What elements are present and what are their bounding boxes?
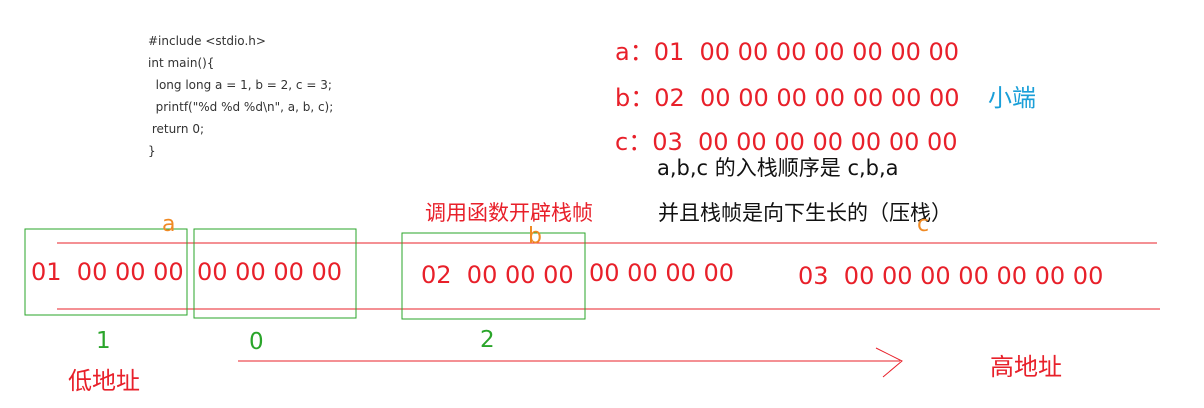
memory-a-second-bytes: 00 00 00 00: [197, 258, 343, 286]
memory-b-second-bytes: 00 00 00 00: [589, 259, 735, 287]
code-line-5: return 0;: [148, 122, 204, 136]
printed-value-2: 0: [249, 329, 264, 355]
printed-value-3: 2: [480, 327, 495, 353]
endian-label: 小端: [988, 84, 1036, 112]
printed-value-1: 1: [96, 328, 111, 354]
box-b-first-half: [401, 232, 586, 320]
frame-growth-note: 并且栈帧是向下生长的（压栈）: [658, 201, 952, 225]
value-b-bytes: b：02 00 00 00 00 00 00 00: [615, 84, 960, 112]
box-a-first-half: [24, 228, 188, 316]
value-a-bytes: a：01 00 00 00 00 00 00 00: [615, 38, 960, 66]
label-a: a: [162, 212, 176, 237]
low-address-label: 低地址: [68, 367, 140, 395]
code-line-3: long long a = 1, b = 2, c = 3;: [148, 78, 332, 92]
call-frame-note: 调用函数开辟栈帧: [425, 201, 593, 225]
arrow-head-icon: [875, 347, 903, 378]
label-c: c: [917, 212, 930, 237]
box-a-second-half: [193, 228, 357, 319]
label-b: b: [528, 224, 542, 249]
code-line-4: printf("%d %d %d\n", a, b, c);: [148, 100, 334, 114]
code-line-2: int main(){: [148, 56, 215, 70]
value-c-bytes: c：03 00 00 00 00 00 00 00: [615, 128, 958, 156]
memory-b-first-bytes: 02 00 00 00: [421, 261, 574, 289]
code-snippet: #include <stdio.h> int main(){ long long…: [60, 28, 360, 168]
memory-a-first-bytes: 01 00 00 00: [31, 258, 184, 286]
push-order-note: a,b,c 的入栈顺序是 c,b,a: [657, 156, 899, 180]
memory-c-bytes: 03 00 00 00 00 00 00 00: [798, 262, 1104, 290]
code-line-6: }: [148, 144, 156, 158]
high-address-label: 高地址: [990, 353, 1062, 381]
code-line-1: #include <stdio.h>: [148, 34, 266, 48]
